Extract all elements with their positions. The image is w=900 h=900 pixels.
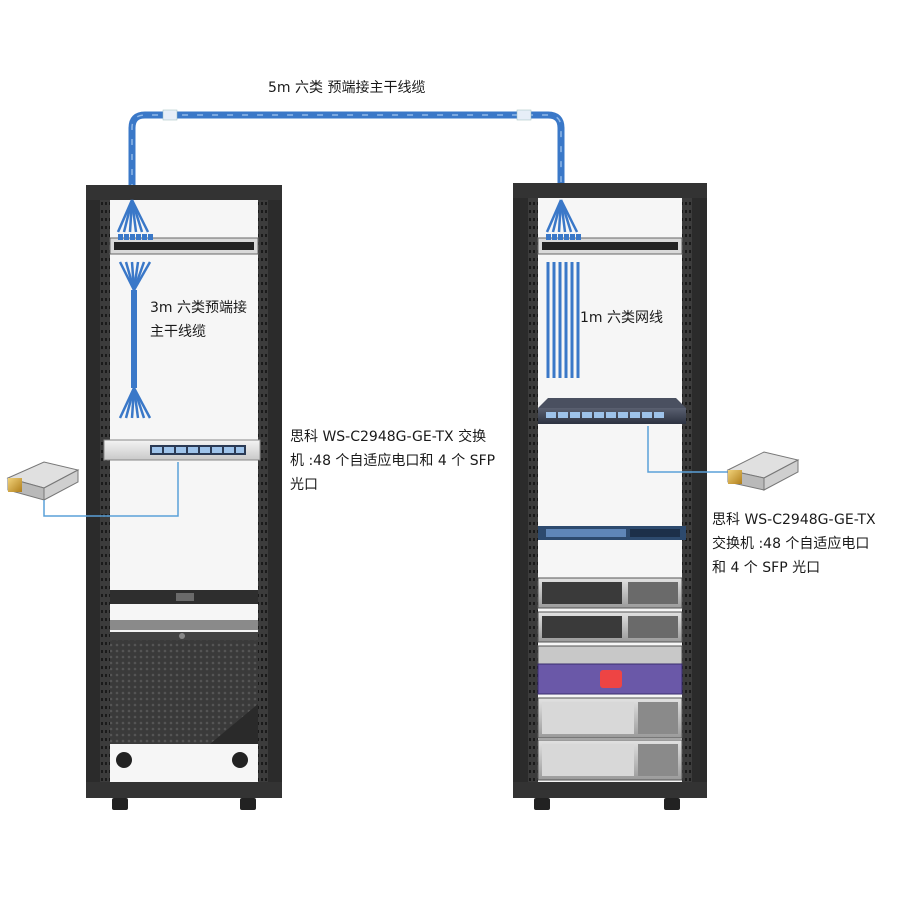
right-server-3 [538, 646, 682, 694]
trunk-left-line-2: 主干线缆 [150, 320, 247, 344]
trunk-top-text: 5m 六类 预端接主干线缆 [268, 80, 425, 96]
switch-right-label: 思科 WS-C2948G-GE-TX 交换机 :48 个自适应电口 和 4 个 … [712, 508, 876, 580]
switch-left-line-2: 机 :48 个自适应电口和 4 个 SFP [290, 449, 495, 473]
right-server-5 [538, 740, 682, 780]
right-switch [538, 398, 686, 424]
right-sfp-module [728, 452, 798, 490]
patch-right-label: 1m 六类网线 [580, 306, 663, 330]
left-sfp-module [8, 462, 78, 500]
switch-left-line-1: 思科 WS-C2948G-GE-TX 交换 [290, 425, 495, 449]
switch-right-line-1: 思科 WS-C2948G-GE-TX [712, 508, 876, 532]
trunk-left-line-1: 3m 六类预端接 [150, 296, 247, 320]
left-switch [104, 440, 260, 460]
patch-right-text: 1m 六类网线 [580, 310, 663, 326]
trunk-top-label: 5m 六类 预端接主干线缆 [268, 76, 425, 100]
trunk-left-label: 3m 六类预端接 主干线缆 [150, 296, 247, 344]
right-switch-2 [538, 526, 686, 540]
right-server-4 [538, 698, 682, 738]
switch-left-label: 思科 WS-C2948G-GE-TX 交换 机 :48 个自适应电口和 4 个 … [290, 425, 495, 497]
switch-right-line-2: 交换机 :48 个自适应电口 [712, 532, 876, 556]
switch-right-line-3: 和 4 个 SFP 光口 [712, 556, 876, 580]
switch-left-line-3: 光口 [290, 473, 495, 497]
right-server-2 [538, 612, 682, 642]
right-server-1 [538, 578, 682, 608]
